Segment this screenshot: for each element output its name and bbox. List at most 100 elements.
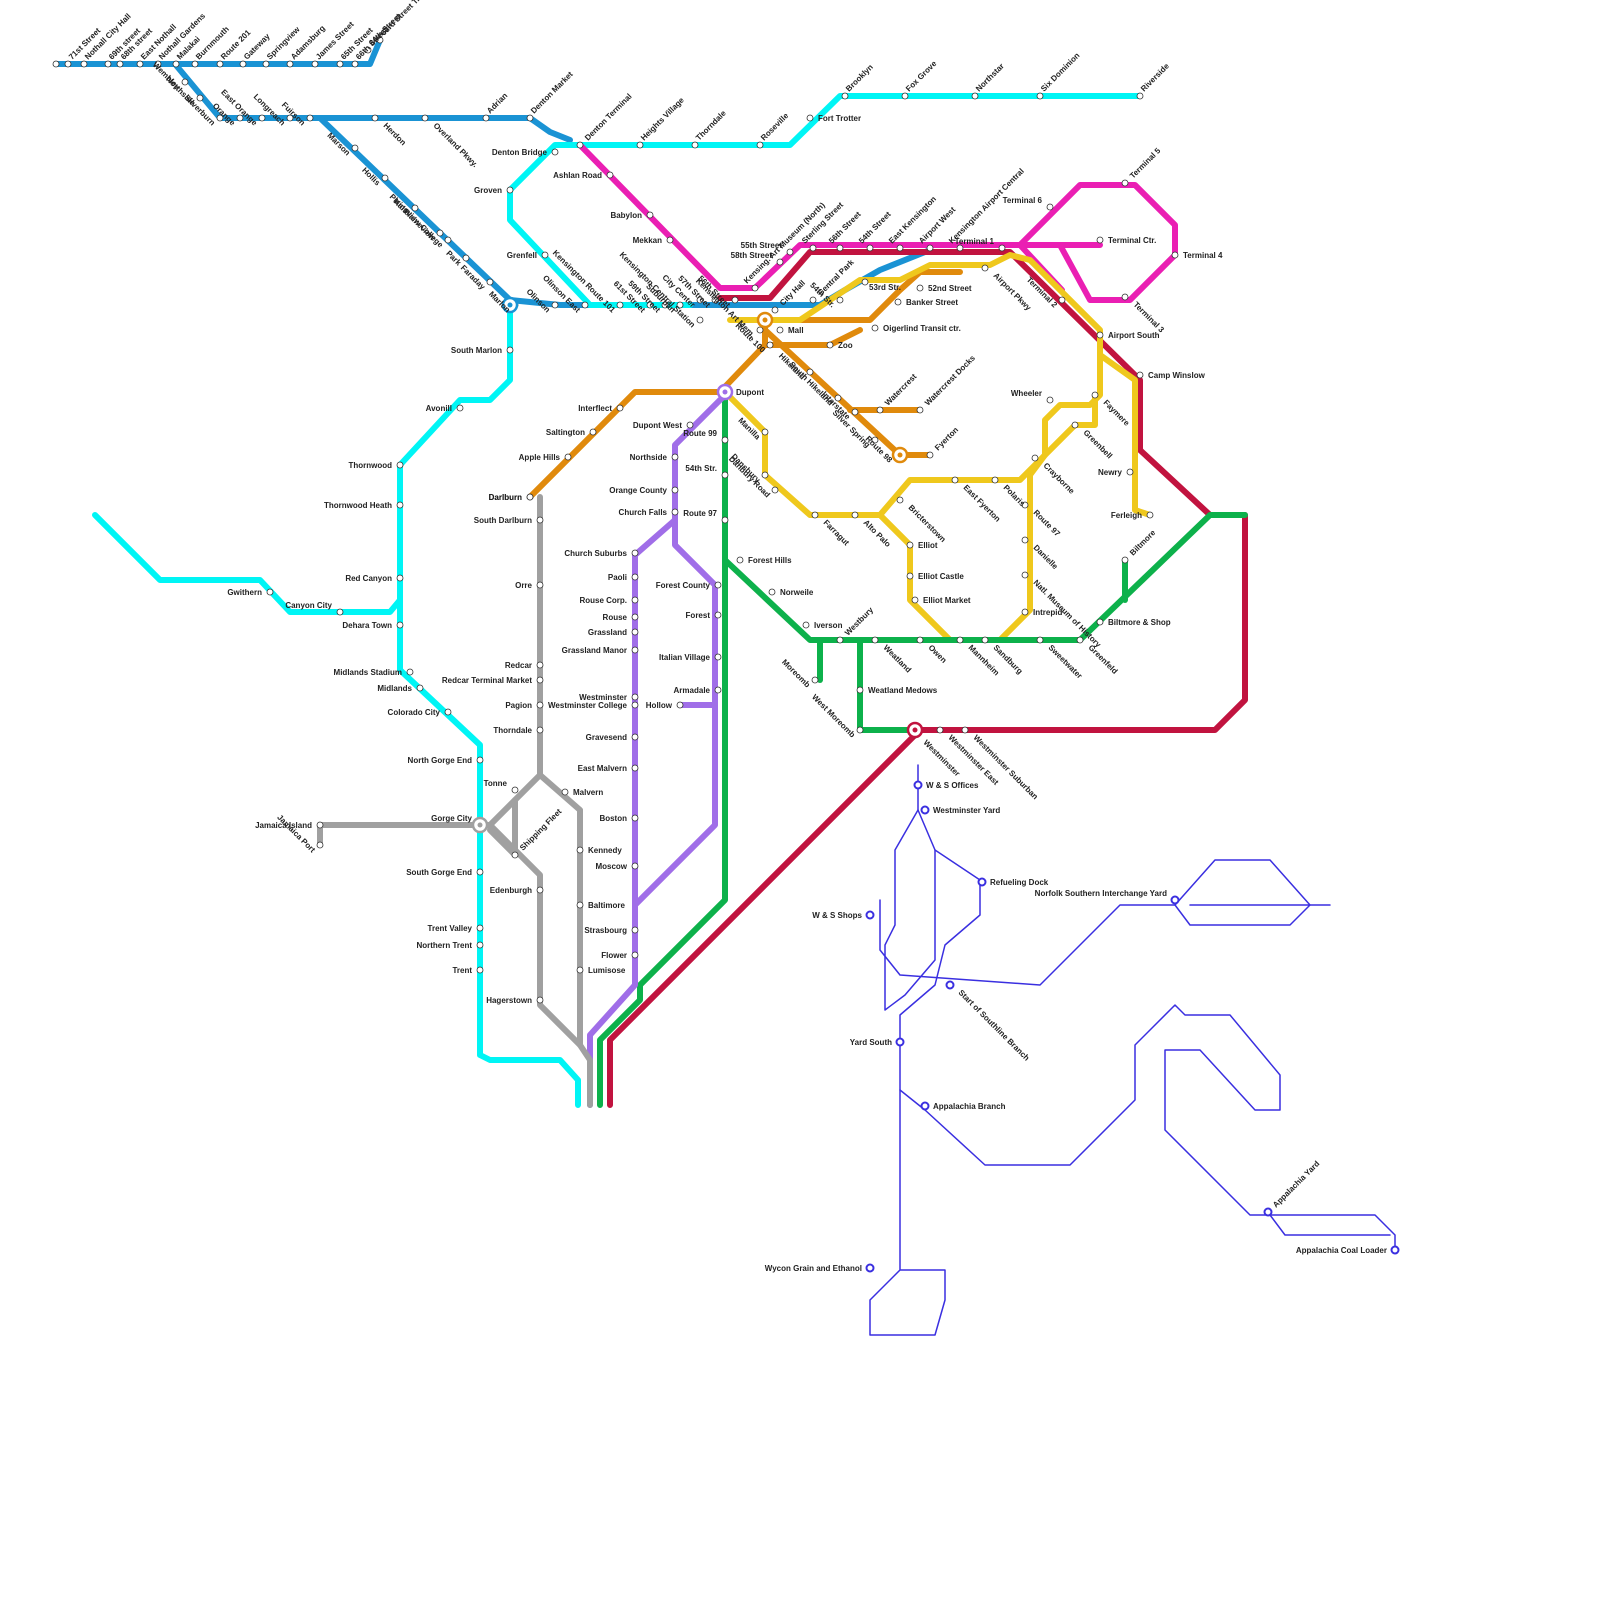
station-marker-yellow-newry-7[interactable] xyxy=(1126,468,1134,476)
station-marker-magenta-terminal-ctr-6[interactable] xyxy=(1096,236,1104,244)
station-marker-green-route-99-0[interactable] xyxy=(721,436,729,444)
station-marker-yellow-natl-museum-of-history-16[interactable] xyxy=(1021,571,1029,579)
station-marker-navy-park-34[interactable] xyxy=(462,254,470,262)
station-marker-yellow-elliot-22[interactable] xyxy=(906,541,914,549)
station-marker-magenta-ashlan-road-0[interactable] xyxy=(606,171,614,179)
station-marker-purple-moscow-16[interactable] xyxy=(631,862,639,870)
station-marker-cyan-canyon-city-25[interactable] xyxy=(336,608,344,616)
station-marker-cyan-gwithern-26[interactable] xyxy=(266,588,274,596)
station-marker-purple-orange-county-2[interactable] xyxy=(671,486,679,494)
station-marker-freight-refueling-dock-2[interactable] xyxy=(977,877,987,887)
station-marker-cyan-northstar-8[interactable] xyxy=(971,92,979,100)
station-marker-freight-wycon-grain-and-ethanol-10[interactable] xyxy=(865,1263,875,1273)
station-marker-navy-fuirson-24[interactable] xyxy=(306,114,314,122)
station-marker-purple-gravesend-12[interactable] xyxy=(631,733,639,741)
station-marker-gray-malvern-8[interactable] xyxy=(561,788,569,796)
station-marker-orange-city-center-0[interactable] xyxy=(696,296,704,304)
station-marker-gray-redcar-terminal-market-4[interactable] xyxy=(536,676,544,684)
station-marker-cyan-olinson-east-15[interactable] xyxy=(581,301,589,309)
station-marker-magenta-terminal-4-5[interactable] xyxy=(1171,251,1179,259)
station-marker-navy-plaineview-college-33[interactable] xyxy=(444,236,452,244)
station-marker-crimson-kensing-art-museum-north-0[interactable] xyxy=(751,284,759,292)
station-marker-purple-boston-14[interactable] xyxy=(631,814,639,822)
station-marker-cyan-thorndale-3[interactable] xyxy=(691,141,699,149)
station-marker-purple-westminster-college-11[interactable] xyxy=(631,701,639,709)
station-marker-freight-norfolk-southern-interchange-yard-4[interactable] xyxy=(1170,895,1180,905)
station-marker-cyan-thornwood-22[interactable] xyxy=(396,461,404,469)
station-marker-purple-strasbourg-18[interactable] xyxy=(631,926,639,934)
station-marker-cyan-heights-village-2[interactable] xyxy=(636,141,644,149)
station-marker-yellow-airport-pkwy-4[interactable] xyxy=(981,264,989,272)
station-marker-magenta-terminal-6-3[interactable] xyxy=(1046,203,1054,211)
station-marker-cyan-fox-grove-7[interactable] xyxy=(901,92,909,100)
station-marker-orange-zoo-7[interactable] xyxy=(826,341,834,349)
station-marker-yellow-airport-south-5[interactable] xyxy=(1096,331,1104,339)
station-marker-orange-fyerton-15[interactable] xyxy=(926,451,934,459)
station-marker-yellow-crayborne-11[interactable] xyxy=(1031,454,1039,462)
station-marker-yellow-elliot-castle-21[interactable] xyxy=(906,572,914,580)
station-marker-orange-mall-5[interactable] xyxy=(776,326,784,334)
station-marker-yellow-wheeler-9[interactable] xyxy=(1046,396,1054,404)
station-marker-yellow-faymere-6[interactable] xyxy=(1091,391,1099,399)
station-marker-freight-westminster-yard-1[interactable] xyxy=(920,805,930,815)
station-marker-yellow-manilla-28[interactable] xyxy=(761,428,769,436)
station-marker-cyan-grenfell-12[interactable] xyxy=(541,251,549,259)
station-marker-purple-lumisose-20[interactable] xyxy=(576,966,584,974)
station-marker-gray-shipping-fleet-9[interactable] xyxy=(511,851,519,859)
station-marker-gray-pagion-5[interactable] xyxy=(536,701,544,709)
station-marker-yellow-dansbury-27[interactable] xyxy=(761,471,769,479)
station-marker-green-moreomb-13[interactable] xyxy=(811,676,819,684)
station-marker-crimson-56th-street-4[interactable] xyxy=(836,244,844,252)
station-marker-navy-63rd-street-transit-center-17[interactable] xyxy=(376,36,384,44)
station-marker-crimson-airport-west-7[interactable] xyxy=(926,244,934,252)
station-marker-purple-kennedy-15[interactable] xyxy=(576,846,584,854)
station-marker-orange-hikeland-8[interactable] xyxy=(806,368,814,376)
station-marker-crimson-east-kensington-6[interactable] xyxy=(896,244,904,252)
station-marker-navy-64th-street-16[interactable] xyxy=(364,46,372,54)
station-marker-cyan-north-gorge-end-31[interactable] xyxy=(476,756,484,764)
station-marker-magenta-terminal-2-8[interactable] xyxy=(1058,296,1066,304)
station-marker-magenta-mekkan-2[interactable] xyxy=(666,236,674,244)
station-marker-crimson-kensington-airport-central-8[interactable] xyxy=(956,244,964,252)
station-marker-yellow-city-hall-0[interactable] xyxy=(771,306,779,314)
station-marker-green-weatland-medows-14[interactable] xyxy=(856,686,864,694)
station-marker-purple-rouse-corp-6[interactable] xyxy=(631,596,639,604)
station-marker-navy-adamsburg-12[interactable] xyxy=(286,60,294,68)
station-marker-yellow-danielle-15[interactable] xyxy=(1021,536,1029,544)
station-marker-purple-church-falls-3[interactable] xyxy=(671,508,679,516)
station-marker-navy-marson-29[interactable] xyxy=(351,144,359,152)
station-marker-crimson-54th-street-5[interactable] xyxy=(866,244,874,252)
station-marker-gray-jamaica-port-11[interactable] xyxy=(316,841,324,849)
station-marker-magenta-terminal-3-7[interactable] xyxy=(1121,293,1129,301)
station-marker-cyan-riverside-10[interactable] xyxy=(1136,92,1144,100)
station-marker-cyan-colorado-city-30[interactable] xyxy=(444,708,452,716)
station-marker-yellow-sandburg-18[interactable] xyxy=(981,636,989,644)
station-marker-cyan-dehara-town-27[interactable] xyxy=(396,621,404,629)
station-marker-orange-route-100-6[interactable] xyxy=(766,341,774,349)
station-marker-yellow-54th-str-2[interactable] xyxy=(836,296,844,304)
station-marker-freight-start-of-southline-branch-5[interactable] xyxy=(945,980,955,990)
station-marker-navy-68th-street-4[interactable] xyxy=(116,60,124,68)
station-marker-yellow-route-97-14[interactable] xyxy=(1021,501,1029,509)
station-marker-navy-nothall-gardens-6[interactable] xyxy=(154,60,162,68)
station-marker-navy-nothall-transit-center-0[interactable] xyxy=(52,60,60,68)
station-marker-cyan-midlands-stadium-28[interactable] xyxy=(406,668,414,676)
station-marker-cyan-trent-36[interactable] xyxy=(476,966,484,974)
station-marker-orange-interflect-20[interactable] xyxy=(616,404,624,412)
station-marker-crimson-camp-winslow-9[interactable] xyxy=(1136,371,1144,379)
station-marker-orange-south-hikeland-9[interactable] xyxy=(834,394,842,402)
station-marker-crimson-westminster-east-11[interactable] xyxy=(936,726,944,734)
station-marker-orange-watercrest-11[interactable] xyxy=(876,406,884,414)
station-marker-purple-paoli-5[interactable] xyxy=(631,573,639,581)
station-marker-magenta-babylon-1[interactable] xyxy=(646,211,654,219)
station-marker-cyan-denton-terminal-0[interactable] xyxy=(576,141,584,149)
station-marker-yellow-ferleigh-8[interactable] xyxy=(1146,511,1154,519)
station-marker-purple-east-malvern-13[interactable] xyxy=(631,764,639,772)
station-marker-navy-kalte-31[interactable] xyxy=(411,204,419,212)
station-marker-crimson-55th-street-2[interactable] xyxy=(786,248,794,256)
station-marker-navy-plaineview-32[interactable] xyxy=(436,229,444,237)
station-marker-navy-orange-21[interactable] xyxy=(236,114,244,122)
station-marker-yellow-polaris-12[interactable] xyxy=(991,476,999,484)
station-marker-gray-edenburgh-12[interactable] xyxy=(536,886,544,894)
station-marker-navy-northside-19[interactable] xyxy=(196,94,204,102)
